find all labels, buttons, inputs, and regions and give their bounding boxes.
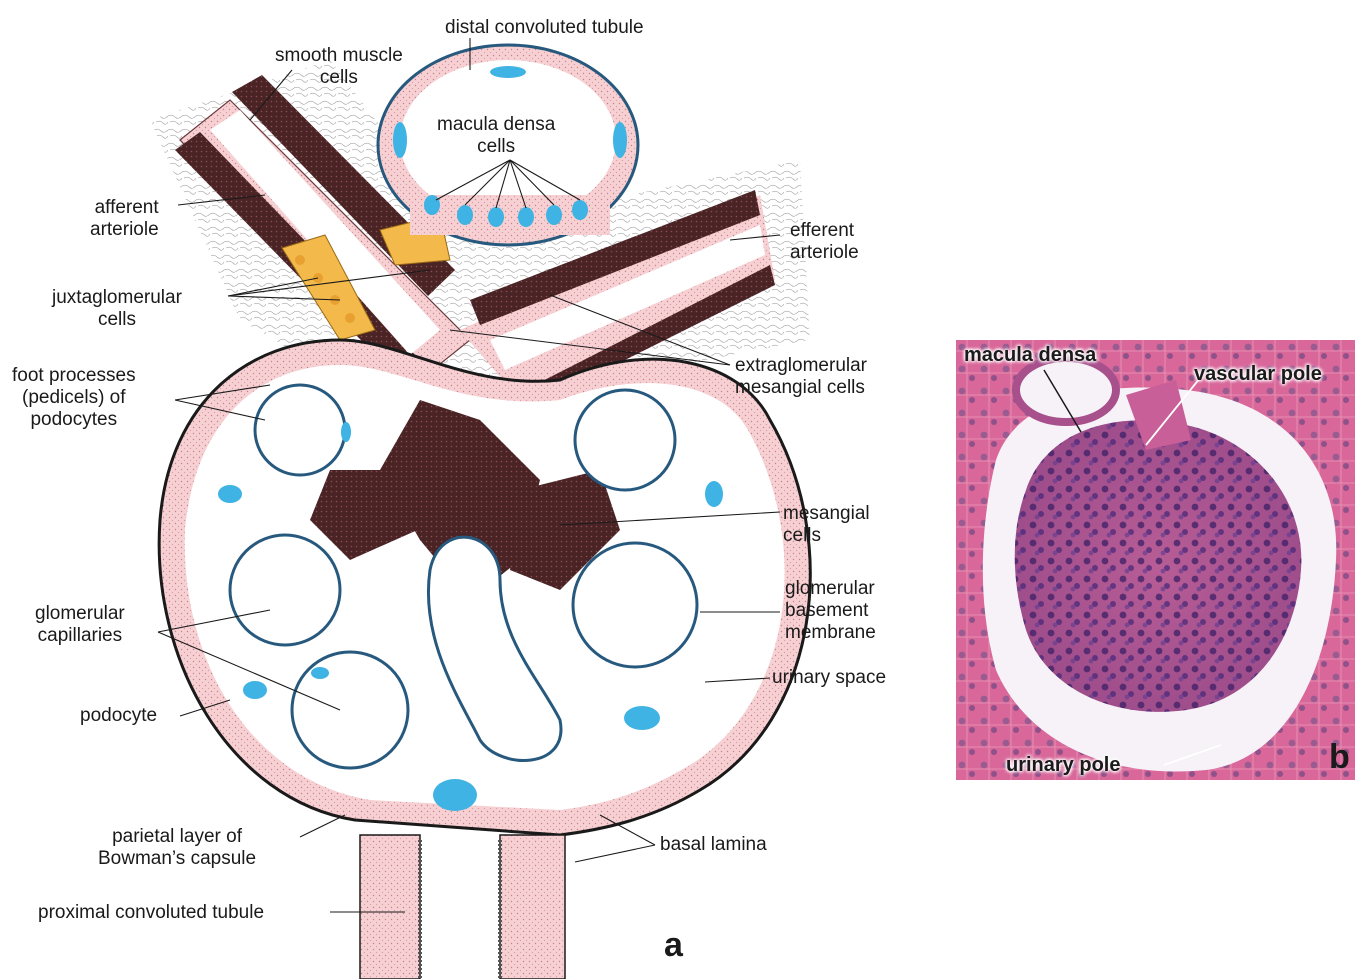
- label-line: Bowman’s capsule: [98, 848, 256, 870]
- label-urinary-pole: urinary pole: [1006, 754, 1120, 777]
- label-line: smooth muscle: [275, 45, 403, 67]
- panel-letter-b: b: [1329, 738, 1350, 777]
- capillary-loop: [573, 543, 697, 667]
- label-line: podocytes: [12, 409, 136, 431]
- label-line: (pedicels) of: [12, 387, 136, 409]
- label-line: cells: [783, 525, 870, 547]
- label-glomerular-capillaries: glomerular capillaries: [35, 603, 125, 647]
- label-line: capillaries: [35, 625, 125, 647]
- label-mesangial-cells: mesangial cells: [783, 503, 870, 547]
- proximal-convoluted-tubule: [360, 835, 565, 979]
- label-line: basement: [785, 600, 876, 622]
- capillary-loop: [292, 652, 408, 768]
- label-line: afferent: [90, 197, 159, 219]
- label-efferent-arteriole: efferent arteriole: [790, 220, 859, 264]
- label-line: glomerular: [35, 603, 125, 625]
- label-line: cells: [275, 67, 403, 89]
- label-line: cells: [437, 136, 555, 158]
- micrograph-image: [956, 340, 1355, 780]
- label-line: mesangial cells: [735, 377, 867, 399]
- label-foot-processes: foot processes (pedicels) of podocytes: [12, 365, 136, 431]
- label-line: glomerular: [785, 578, 876, 600]
- label-urinary-space: urinary space: [772, 667, 886, 689]
- label-podocyte: podocyte: [80, 705, 157, 727]
- label-juxtaglomerular-cells: juxtaglomerular cells: [52, 287, 182, 331]
- label-smooth-muscle-cells: smooth muscle cells: [275, 45, 403, 89]
- label-proximal-convoluted-tubule: proximal convoluted tubule: [38, 902, 264, 924]
- label-distal-convoluted-tubule: distal convoluted tubule: [445, 17, 644, 39]
- label-line: macula densa: [437, 114, 555, 136]
- capillary-loop: [255, 385, 345, 475]
- label-line: arteriole: [90, 219, 159, 241]
- label-line: efferent: [790, 220, 859, 242]
- label-macula-densa: macula densa: [964, 344, 1096, 367]
- glomerulus-micrograph: macula densa vascular pole urinary pole …: [956, 340, 1355, 780]
- label-line: extraglomerular: [735, 355, 867, 377]
- label-line: parietal layer of: [98, 826, 256, 848]
- label-glomerular-basement-membrane: glomerular basement membrane: [785, 578, 876, 644]
- label-vascular-pole: vascular pole: [1194, 363, 1322, 386]
- label-line: membrane: [785, 622, 876, 644]
- label-extraglomerular-mesangial-cells: extraglomerular mesangial cells: [735, 355, 867, 399]
- panel-letter-a: a: [664, 926, 683, 965]
- label-line: arteriole: [790, 242, 859, 264]
- label-basal-lamina: basal lamina: [660, 834, 767, 856]
- label-afferent-arteriole: afferent arteriole: [90, 197, 159, 241]
- label-line: mesangial: [783, 503, 870, 525]
- label-line: cells: [52, 309, 182, 331]
- macula-densa-tubule: [1016, 358, 1116, 422]
- label-line: foot processes: [12, 365, 136, 387]
- label-parietal-layer: parietal layer of Bowman’s capsule: [98, 826, 256, 870]
- capillary-loop: [230, 535, 340, 645]
- label-macula-densa-cells: macula densa cells: [437, 114, 555, 158]
- label-line: juxtaglomerular: [52, 287, 182, 309]
- capillary-loop: [575, 390, 675, 490]
